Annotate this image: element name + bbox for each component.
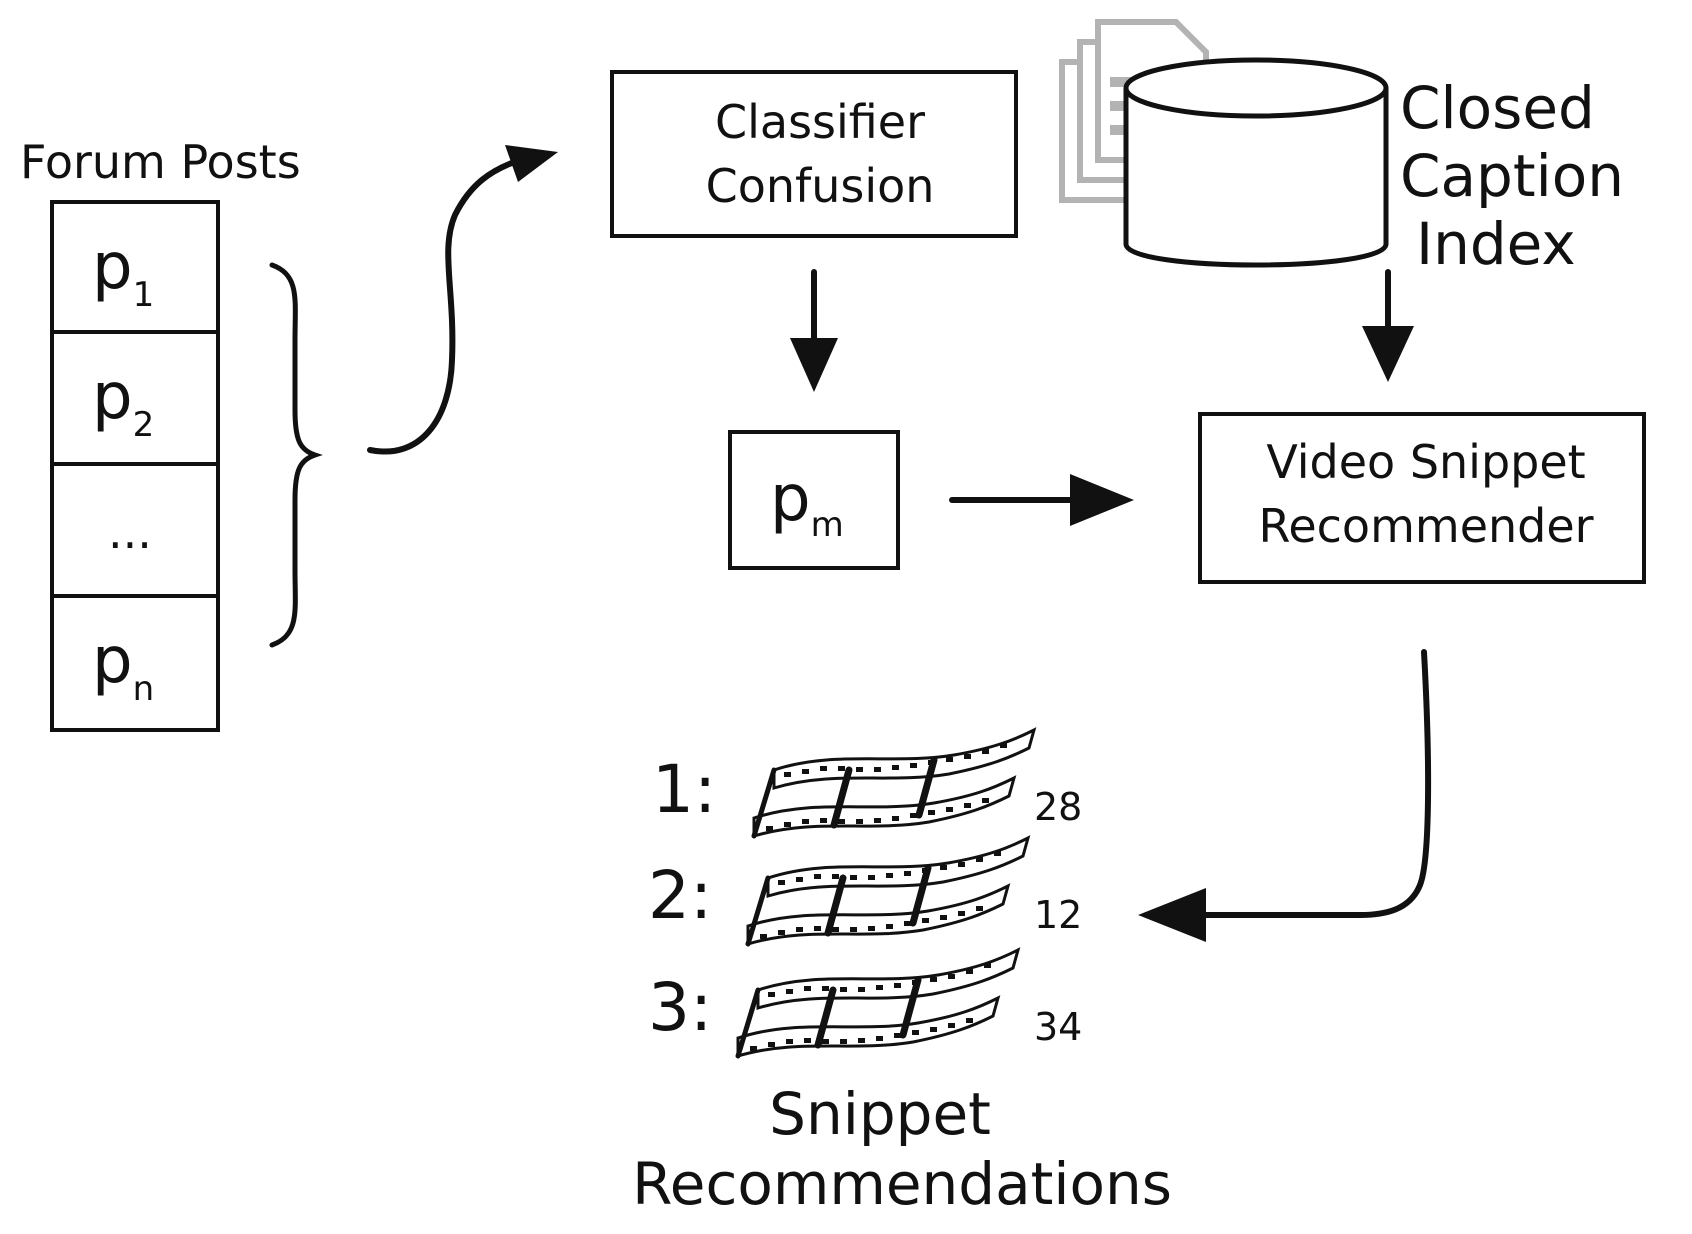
recommender-box bbox=[1198, 412, 1646, 584]
index-label-line3: Index bbox=[1416, 210, 1576, 278]
posts-to-classifier-arrow bbox=[367, 157, 523, 455]
classifier-label-line2: Confusion bbox=[706, 159, 935, 213]
post-label-1: p1 bbox=[92, 230, 154, 315]
snippet-item: 1: 28 bbox=[652, 730, 1082, 836]
snippet-label-line2: Recommendations bbox=[632, 1150, 1172, 1218]
index-label-line2: Caption bbox=[1400, 142, 1624, 210]
filmstrip-icon bbox=[738, 950, 1018, 1056]
arrowhead-icon bbox=[1138, 888, 1206, 942]
snippet-rank: 2: bbox=[648, 857, 712, 934]
arrowhead-icon bbox=[790, 338, 838, 392]
snippet-list: 1: 28 2: 12 3: 34 Snippet Recommendation… bbox=[632, 730, 1172, 1218]
snippet-rank: 1: bbox=[652, 751, 716, 828]
snippet-number: 34 bbox=[1034, 1005, 1082, 1049]
snippet-item: 2: 12 bbox=[648, 838, 1082, 944]
recommender-label-line2: Recommender bbox=[1258, 499, 1593, 553]
classifier-label-line1: Classifier bbox=[715, 95, 925, 149]
selected-post-label: pm bbox=[770, 462, 844, 545]
post-cell-2 bbox=[50, 330, 220, 466]
filmstrip-icon bbox=[754, 730, 1034, 836]
snippet-number: 12 bbox=[1034, 893, 1082, 937]
forum-posts-title: Forum Posts bbox=[20, 135, 301, 189]
database-cylinder-icon bbox=[1123, 57, 1389, 268]
arrowhead-icon bbox=[1070, 474, 1134, 526]
classifier-confusion-box bbox=[610, 70, 1018, 238]
grouping-brace bbox=[269, 262, 323, 648]
filmstrip-icon bbox=[748, 838, 1028, 944]
snippet-number: 28 bbox=[1034, 785, 1082, 829]
post-cell-1 bbox=[50, 200, 220, 334]
arrowhead-icon bbox=[1362, 326, 1414, 382]
snippet-label-line1: Snippet bbox=[769, 1080, 991, 1148]
snippet-rank: 3: bbox=[648, 969, 712, 1046]
post-label-2: p2 bbox=[92, 360, 154, 445]
forum-post-stack: p1 p2 ... pn bbox=[50, 200, 220, 732]
recommender-label-line1: Video Snippet bbox=[1266, 435, 1585, 489]
recommender-to-snippets-arrow bbox=[1177, 649, 1432, 918]
snippet-item: 3: 34 bbox=[648, 950, 1082, 1056]
post-label-ellipsis: ... bbox=[108, 505, 152, 559]
post-cell-n bbox=[50, 594, 220, 732]
arrowhead-icon bbox=[505, 145, 558, 182]
index-label-line1: Closed bbox=[1400, 74, 1595, 142]
selected-post-box bbox=[728, 430, 900, 570]
post-label-n: pn bbox=[92, 624, 154, 709]
